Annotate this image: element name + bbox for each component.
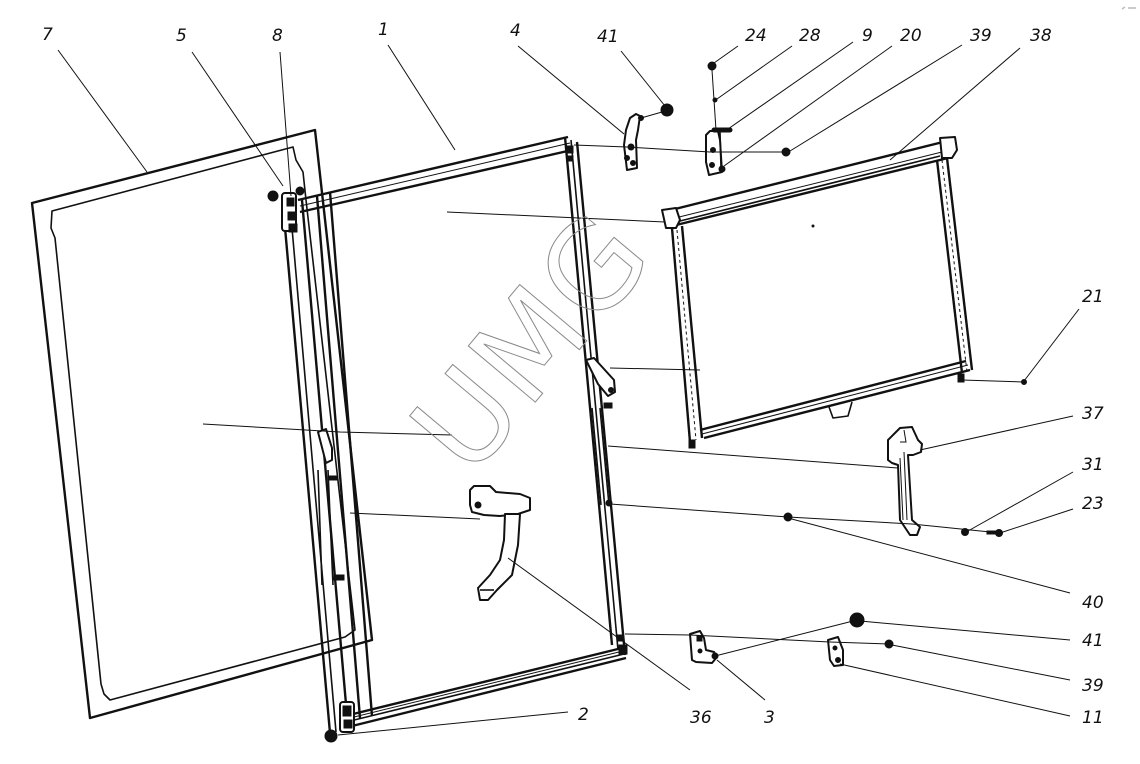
- leader-3: [716, 659, 766, 701]
- callout-20: 20: [900, 26, 922, 46]
- callout-41-lower: 41: [1082, 631, 1104, 651]
- assembly-lines: [202, 144, 1025, 657]
- part-11-lower-plate: [827, 636, 844, 667]
- leader-4: [517, 45, 625, 135]
- part-7-glass-panel: [30, 128, 374, 720]
- leader-28: [716, 45, 793, 100]
- leader-1: [387, 44, 456, 151]
- leader-40: [787, 517, 1071, 594]
- callout-4: 4: [510, 21, 521, 41]
- callout-28: 28: [799, 26, 821, 46]
- leader-41-upper: [620, 50, 666, 107]
- door-latch-left: [317, 428, 345, 586]
- callout-3: 3: [764, 708, 775, 728]
- callout-23: 23: [1082, 494, 1104, 514]
- leader-11: [839, 663, 1071, 717]
- leader-8: [279, 51, 292, 197]
- part-37-handle: [887, 426, 923, 536]
- callout-39-upper: 39: [970, 26, 992, 46]
- callout-11: 11: [1082, 708, 1104, 728]
- leader-21: [1023, 308, 1080, 382]
- callout-40: 40: [1082, 593, 1104, 613]
- part-5-upper-hinge: [267, 186, 305, 233]
- corner-mark: [1121, 6, 1136, 10]
- callout-9: 9: [862, 26, 873, 46]
- leader-39-upper: [789, 44, 963, 152]
- callout-21: 21: [1082, 287, 1104, 307]
- callout-7: 7: [42, 25, 53, 45]
- leader-23: [999, 508, 1074, 534]
- door-latch-right: [585, 357, 616, 507]
- callout-31: 31: [1082, 455, 1104, 475]
- part-28-washer: [712, 97, 718, 103]
- leader-41-lower: [859, 620, 1071, 641]
- callout-39-lower: 39: [1082, 676, 1104, 696]
- part-4-hinge-bracket: [623, 113, 644, 171]
- leader-9: [727, 41, 854, 130]
- leader-31: [967, 471, 1074, 532]
- callout-1: 1: [378, 20, 389, 40]
- leader-24: [713, 45, 739, 64]
- leader-7: [57, 49, 148, 173]
- callout-8: 8: [272, 26, 283, 46]
- callout-38: 38: [1030, 26, 1052, 46]
- leader-5: [191, 51, 284, 187]
- callout-5: 5: [176, 26, 187, 46]
- leader-36: [507, 557, 691, 691]
- callout-37: 37: [1082, 404, 1104, 424]
- leader-20: [723, 45, 893, 167]
- callout-24: 24: [745, 26, 767, 46]
- leader-lines: [57, 41, 1080, 736]
- callout-36: 36: [690, 708, 712, 728]
- part-36-inner-handle: [469, 485, 531, 601]
- part-38-roller-blind: [661, 136, 974, 449]
- part-20-screw: [718, 131, 726, 173]
- frame-corner-fittings: [565, 145, 628, 655]
- watermark: UMG: [386, 187, 679, 499]
- part-24-nut: [707, 61, 717, 131]
- part-41-cap-nut-upper: [640, 103, 674, 119]
- part-31-washer: [961, 528, 969, 536]
- callout-labels: 7 5 8 1 4 41 24 28 9 20 39 38 21 37 31 2…: [42, 20, 1104, 728]
- part-1-door-frame: [281, 135, 627, 734]
- callout-41-upper: 41: [597, 27, 619, 47]
- leader-37: [919, 415, 1074, 451]
- leader-38: [889, 47, 1021, 161]
- leader-2: [337, 711, 569, 736]
- callout-2: 2: [578, 705, 589, 725]
- leader-39-lower: [891, 644, 1071, 681]
- part-2-lower-hinge: [324, 701, 355, 743]
- part-3-lower-hinge-bracket: [689, 630, 719, 664]
